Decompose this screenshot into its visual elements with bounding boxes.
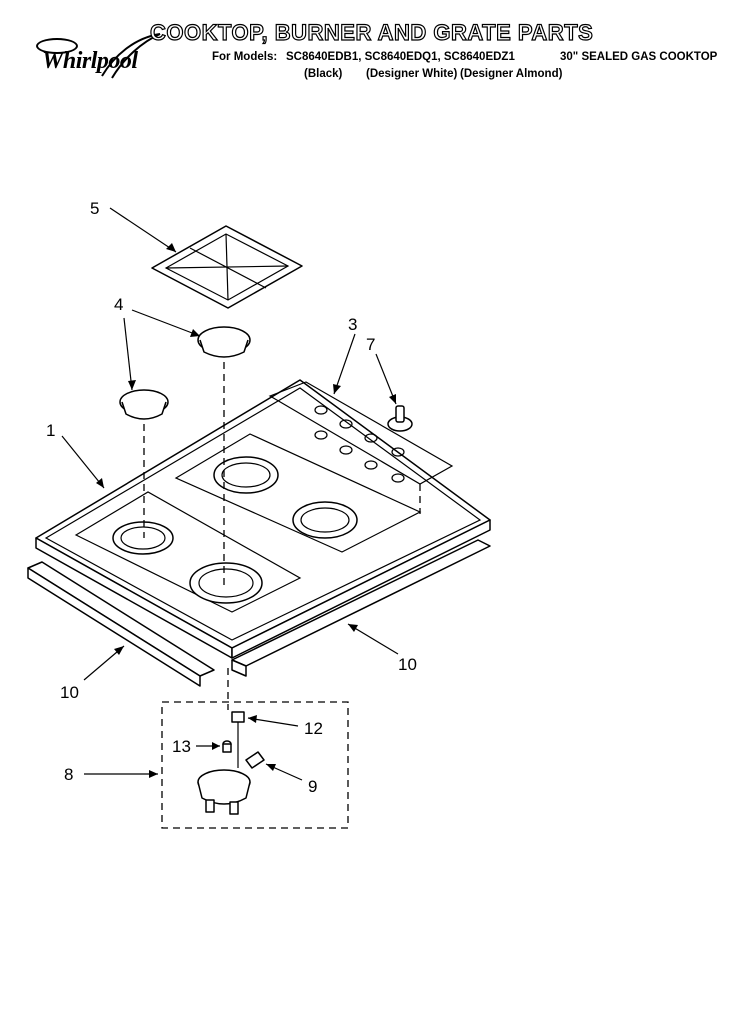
callout-7: 7 <box>366 335 375 354</box>
callout-5: 5 <box>90 199 99 218</box>
burner-assembly-box <box>161 701 349 829</box>
callout-9: 9 <box>308 777 317 796</box>
callout-4: 4 <box>114 295 123 314</box>
burner-base-part <box>197 769 251 815</box>
side-trim-left <box>27 561 215 687</box>
models-label: For Models: <box>212 51 278 63</box>
clip-part <box>245 751 265 769</box>
logo-swoosh-icon <box>101 33 161 79</box>
logo-oval-icon <box>36 38 78 54</box>
knob-part <box>387 405 413 432</box>
callout-10-right: 10 <box>398 655 417 674</box>
color-black: (Black) <box>304 68 343 80</box>
callout-8: 8 <box>64 765 73 784</box>
grate-part <box>151 225 303 309</box>
cooktop-part <box>35 379 491 659</box>
callout-3: 3 <box>348 315 357 334</box>
page-header: Whirlpool COOKTOP, BURNER AND GRATE PART… <box>0 0 752 100</box>
whirlpool-logo: Whirlpool <box>34 30 164 82</box>
orifice-part <box>222 740 232 753</box>
models-list: SC8640EDB1, SC8640EDQ1, SC8640EDZ1 <box>286 51 515 63</box>
burner-cap-front <box>119 389 169 420</box>
product-description: 30" SEALED GAS COOKTOP <box>560 51 718 63</box>
alignment-lines <box>143 362 421 710</box>
callout-1: 1 <box>46 421 55 440</box>
callout-10-left: 10 <box>60 683 79 702</box>
electrode-part <box>231 711 245 768</box>
page-title: COOKTOP, BURNER AND GRATE PARTS <box>149 19 594 45</box>
control-panel-part <box>314 405 405 483</box>
color-designer-almond: (Designer Almond) <box>460 68 563 80</box>
color-designer-white: (Designer White) <box>366 68 458 80</box>
callout-12: 12 <box>304 719 323 738</box>
burner-cap-rear <box>197 326 251 358</box>
side-trim-right <box>231 539 491 677</box>
leader-lines <box>61 207 399 781</box>
callout-13: 13 <box>172 737 191 756</box>
